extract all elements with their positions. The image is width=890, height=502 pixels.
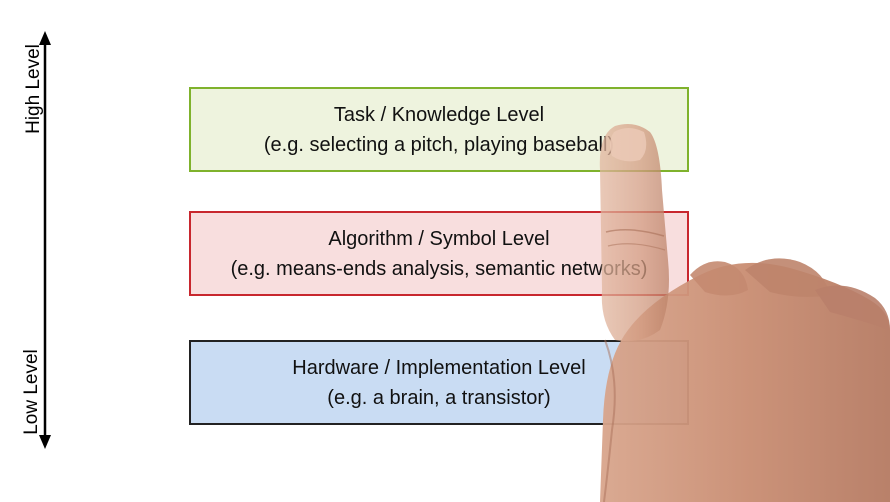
- task-knowledge-level-box: Task / Knowledge Level (e.g. selecting a…: [189, 87, 689, 172]
- level-example: (e.g. means-ends analysis, semantic netw…: [230, 257, 648, 280]
- level-title: Algorithm / Symbol Level: [328, 227, 550, 250]
- level-title: Hardware / Implementation Level: [292, 356, 586, 379]
- high-level-label: High Level: [23, 44, 44, 134]
- arrow-up-icon: [39, 31, 51, 45]
- level-example: (e.g. a brain, a transistor): [327, 386, 551, 409]
- level-title: Task / Knowledge Level: [333, 103, 545, 126]
- hardware-implementation-level-box: Hardware / Implementation Level (e.g. a …: [189, 340, 689, 425]
- level-example: (e.g. selecting a pitch, playing basebal…: [263, 133, 615, 156]
- low-level-label: Low Level: [21, 349, 42, 435]
- algorithm-symbol-level-box: Algorithm / Symbol Level (e.g. means-end…: [189, 211, 689, 296]
- arrow-down-icon: [39, 435, 51, 449]
